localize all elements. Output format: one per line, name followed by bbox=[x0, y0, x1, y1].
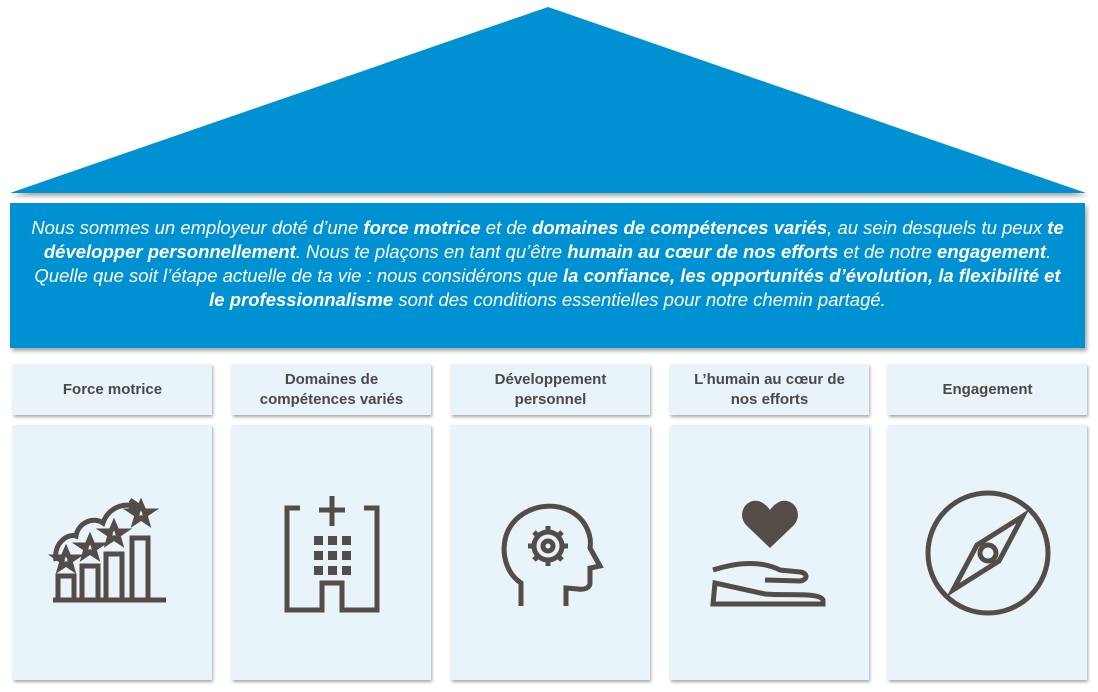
head-gear-icon bbox=[501, 503, 604, 606]
pillar-header-force-motrice: Force motrice bbox=[13, 364, 212, 415]
mission-highlight: te développer personnellement bbox=[43, 217, 1064, 262]
pillar-card-engagement bbox=[888, 425, 1087, 680]
heart-hand-icon bbox=[709, 500, 825, 606]
mission-statement: Nous sommes un employeur doté d’une forc… bbox=[10, 203, 1085, 348]
mission-highlight: domaines de compétences variés bbox=[532, 217, 828, 238]
mission-text: . Nous te plaçons en tant qu’être bbox=[295, 241, 568, 262]
pillar-card-developpement bbox=[451, 425, 650, 680]
growth-chart-stars-icon bbox=[47, 497, 166, 602]
pillar-card-domaines bbox=[232, 425, 431, 680]
building-icon bbox=[284, 495, 379, 612]
mission-text: et de bbox=[480, 217, 533, 238]
pillar-header-domaines: Domaines de compétences variés bbox=[232, 364, 431, 415]
mission-highlight: la confiance, les opportunités d’évoluti… bbox=[209, 265, 1061, 310]
pillar-card-humain bbox=[670, 425, 869, 680]
pillar-card-force-motrice bbox=[13, 425, 212, 680]
roof bbox=[10, 7, 1086, 193]
pillar-header-developpement: Développement personnel bbox=[451, 364, 650, 415]
mission-text: Nous sommes un employeur doté d’une bbox=[31, 217, 364, 238]
mission-text: , au sein desquels tu peux bbox=[827, 217, 1048, 238]
mission-highlight: force motrice bbox=[363, 217, 481, 238]
pillar-header-engagement: Engagement bbox=[888, 364, 1087, 415]
pillar-header-humain: L’humain au cœur de nos efforts bbox=[670, 364, 869, 415]
mission-highlight: humain au cœur de nos efforts bbox=[567, 241, 839, 262]
compass-icon bbox=[925, 490, 1050, 615]
mission-highlight: engagement bbox=[937, 241, 1046, 262]
mission-text: et de notre bbox=[838, 241, 938, 262]
mission-text: sont des conditions essentielles pour no… bbox=[393, 289, 886, 310]
mission-text: . Quelle que soit l’étape actuelle de ta… bbox=[34, 241, 1052, 286]
